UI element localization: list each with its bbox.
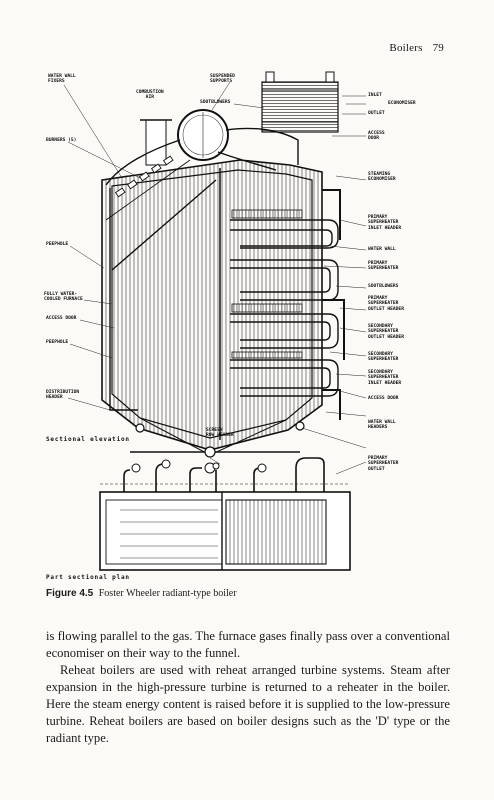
label-primary-superheater-inlet-header: Primary superheater inlet header: [368, 215, 402, 231]
right-headers: [322, 189, 345, 420]
label-steaming-economiser: Steaming economiser: [368, 172, 396, 183]
label-economiser: Economiser: [388, 101, 416, 106]
label-access-door-right: Access door: [368, 396, 399, 401]
boiler-drawing: [63, 71, 367, 571]
steam-drum: [177, 109, 229, 161]
paragraph-2: Reheat boilers are used with reheat arra…: [46, 663, 450, 745]
label-primary-superheater-outlet-header: Primary superheater outlet header: [368, 296, 404, 312]
label-inlet: Inlet: [368, 93, 382, 98]
label-part-sectional-plan: Part sectional plan: [46, 574, 130, 581]
leader-lines: [63, 81, 367, 465]
label-combustion-air: Combustion air: [136, 90, 164, 101]
figure-caption: Figure 4.5 Foster Wheeler radiant-type b…: [46, 588, 237, 599]
plan-view: [99, 457, 367, 571]
label-access-door-left: Access door: [46, 316, 77, 321]
label-peephole-upper: Peephole: [46, 242, 69, 247]
label-fully-water-cooled-furnace: Fully water- cooled furnace: [44, 292, 83, 303]
label-sectional-elevation: Sectional elevation: [46, 436, 130, 443]
running-header-section: Boilers: [389, 42, 423, 54]
label-water-wall-fixers: Water wall fixers: [48, 74, 76, 85]
figure-number: Figure 4.5: [46, 588, 94, 599]
label-water-wall: Water wall: [368, 247, 396, 252]
label-water-wall-headers: Water wall headers: [368, 420, 396, 431]
economiser-block: [261, 71, 339, 133]
label-access-door-top: Access door: [368, 131, 385, 142]
label-sootblowers-right: Sootblowers: [368, 284, 399, 289]
label-secondary-superheater-outlet-header: Secondary superheater outlet header: [368, 324, 404, 340]
label-sootblowers-top: Sootblowers: [200, 100, 231, 105]
label-screen-row-header: Screen row header: [206, 428, 234, 439]
burners: [114, 155, 174, 198]
label-distribution-header: Distribution header: [46, 390, 80, 401]
combustion-air-duct: [140, 119, 172, 166]
label-burners: Burners (5): [46, 138, 77, 143]
paragraph-1: is flowing parallel to the gas. The furn…: [46, 629, 450, 660]
label-secondary-superheater-inlet-header: Secondary superheater inlet header: [368, 370, 402, 386]
furnace-casing: [101, 159, 323, 456]
label-peephole-lower: Peephole: [46, 340, 69, 345]
page-number: 79: [432, 42, 444, 54]
label-secondary-superheater: Secondary superheater: [368, 352, 399, 363]
screen-row-header: [130, 421, 305, 458]
label-outlet: Outlet: [368, 111, 385, 116]
label-primary-superheater-outlet: Primary superheater outlet: [368, 456, 399, 472]
label-suspended-supports: Suspended supports: [210, 74, 235, 85]
running-header: Boilers 79: [389, 42, 444, 54]
label-primary-superheater: Primary superheater: [368, 261, 399, 272]
body-text: is flowing parallel to the gas. The furn…: [46, 628, 450, 747]
figure-caption-text: Foster Wheeler radiant-type boiler: [98, 588, 237, 599]
boiler-figure: Water wall fixers Burners (5) Peephole F…: [40, 60, 454, 595]
